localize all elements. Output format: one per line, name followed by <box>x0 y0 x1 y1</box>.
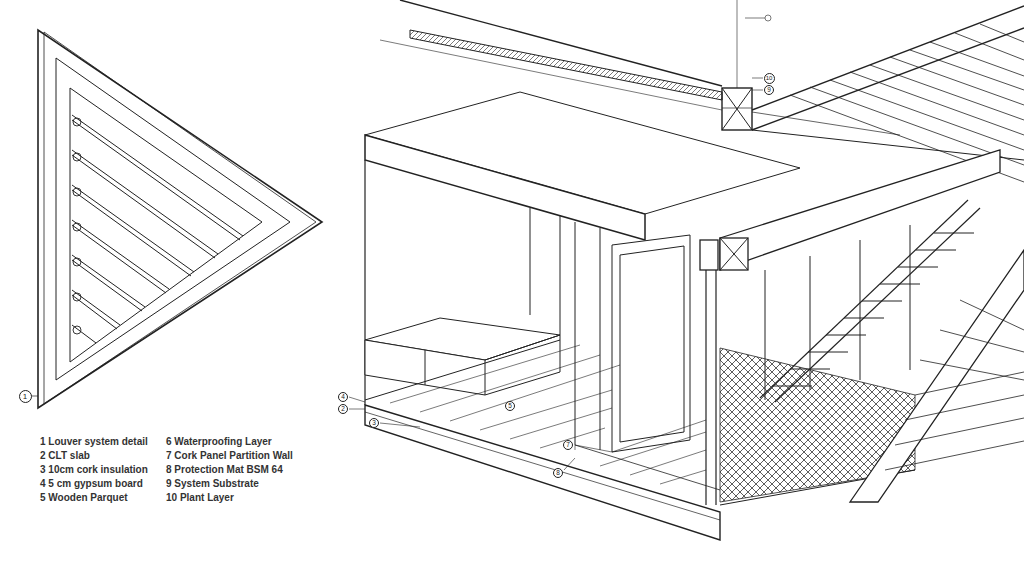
legend-text: 6 Waterproofing Layer <box>166 436 272 448</box>
callout-number: 7 <box>563 440 573 450</box>
callout-number: 9 <box>764 85 774 95</box>
legend-text: 3 10cm cork insulation <box>40 464 148 476</box>
legend-text: 4 5 cm gypsum board <box>40 478 143 490</box>
callout-number: 8 <box>553 468 563 478</box>
legend-text: 9 System Substrate <box>166 478 259 490</box>
legend-text: 10 Plant Layer <box>166 492 234 504</box>
legend-text: 8 Protection Mat BSM 64 <box>166 464 283 476</box>
legend-text: 7 Cork Panel Partition Wall <box>166 450 293 462</box>
callout-number: 5 <box>505 401 515 411</box>
callout-number: 3 <box>369 418 379 428</box>
callout-number: 2 <box>338 404 348 414</box>
legend-text: 5 Wooden Parquet <box>40 492 128 504</box>
callout-number: 1 <box>19 390 32 403</box>
callout-number: 10 <box>764 73 775 84</box>
legend-text: 1 Louver system detail <box>40 436 148 448</box>
legend-text: 2 CLT slab <box>40 450 90 462</box>
callout-number: 4 <box>338 392 348 402</box>
